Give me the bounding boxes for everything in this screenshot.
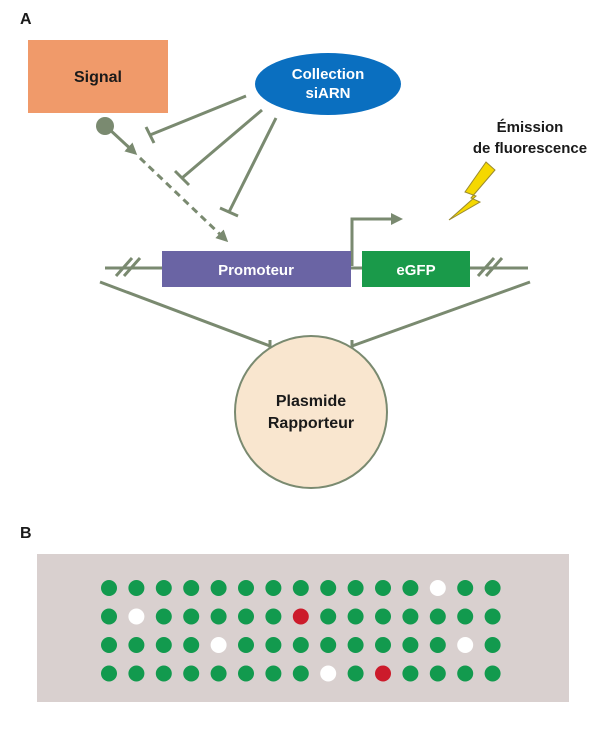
signal-label: Signal xyxy=(74,69,122,86)
well-dot xyxy=(402,665,419,682)
plasmid-label-line2: Rapporteur xyxy=(268,415,354,432)
well-dot xyxy=(347,637,364,653)
well-dot xyxy=(347,580,364,596)
well-dot xyxy=(457,637,474,653)
well-dot xyxy=(265,637,282,653)
well-dot xyxy=(292,665,309,682)
panel-a-label: A xyxy=(20,11,32,28)
well-dot xyxy=(238,665,254,682)
well-dot xyxy=(183,580,200,596)
well-dot xyxy=(238,580,254,596)
well-dot xyxy=(457,608,474,625)
well-dot xyxy=(183,665,200,682)
well-dot xyxy=(128,637,145,653)
well-dot xyxy=(128,580,145,596)
well-dot xyxy=(375,608,391,625)
well-dot xyxy=(155,637,172,653)
well-dot xyxy=(429,665,446,682)
emission-label-line1: Émission xyxy=(497,119,564,136)
promoter-box xyxy=(162,251,351,287)
well-dot xyxy=(210,637,227,653)
well-dot xyxy=(155,665,172,682)
well-dot xyxy=(238,637,254,653)
well-dot xyxy=(429,608,446,625)
transcription-start-arrow xyxy=(350,213,403,266)
lightning-bolt-icon xyxy=(448,161,496,221)
well-dot xyxy=(128,608,145,625)
well-dot xyxy=(292,608,309,625)
signal-pathway xyxy=(96,117,229,243)
well-dot xyxy=(320,580,337,596)
well-dot xyxy=(210,608,227,625)
egfp-label: eGFP xyxy=(396,262,435,279)
well-dot xyxy=(375,580,391,596)
sirna-collection-ellipse xyxy=(255,53,401,115)
panel-b-label: B xyxy=(20,525,32,542)
well-dot xyxy=(155,580,172,596)
well-dot xyxy=(347,665,364,682)
sirna-collection-line2: siARN xyxy=(305,85,350,102)
promoter-label: Promoteur xyxy=(218,262,294,279)
well-dot xyxy=(484,608,501,625)
well-dot xyxy=(375,637,391,653)
egfp-box xyxy=(362,251,470,287)
well-grid xyxy=(101,580,501,682)
well-dot xyxy=(128,665,145,682)
well-dot xyxy=(402,637,419,653)
plasmid-label-line1: Plasmide xyxy=(276,393,346,410)
inhibition-lines xyxy=(144,94,278,218)
well-dot xyxy=(484,580,501,596)
well-dot xyxy=(457,580,474,596)
well-dot xyxy=(292,580,309,596)
well-dot xyxy=(457,665,474,682)
well-dot xyxy=(183,608,200,625)
well-dot xyxy=(101,608,117,625)
well-dot xyxy=(101,580,117,596)
signal-receptor-dot xyxy=(96,117,114,135)
emission-label-line2: de fluorescence xyxy=(473,140,587,157)
well-dot xyxy=(320,665,337,682)
well-dot xyxy=(320,637,337,653)
well-dot xyxy=(183,637,200,653)
well-dot xyxy=(320,608,337,625)
well-dot xyxy=(429,637,446,653)
well-dot xyxy=(429,580,446,596)
well-dot xyxy=(238,608,254,625)
well-dot xyxy=(402,580,419,596)
plasmid-circle xyxy=(234,335,388,489)
well-dot xyxy=(402,608,419,625)
well-dot xyxy=(347,608,364,625)
well-dot xyxy=(101,665,117,682)
well-dot xyxy=(210,665,227,682)
well-dot xyxy=(484,637,501,653)
well-dot xyxy=(265,665,282,682)
well-dot xyxy=(265,608,282,625)
well-dot xyxy=(265,580,282,596)
signal-box xyxy=(28,40,168,113)
well-dot xyxy=(484,665,501,682)
well-dot xyxy=(292,637,309,653)
well-dot xyxy=(101,637,117,653)
well-dot xyxy=(155,608,172,625)
sirna-collection-line1: Collection xyxy=(292,66,365,83)
well-dot xyxy=(210,580,227,596)
well-dot xyxy=(375,665,391,682)
